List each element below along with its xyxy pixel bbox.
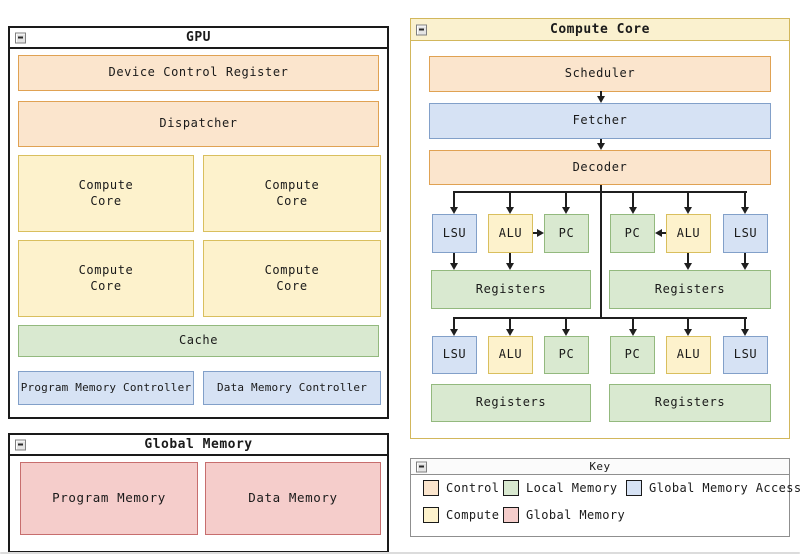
compute-core-window: Compute Core Scheduler Fetcher Decoder L… — [410, 18, 790, 439]
arrow-alu-to-pc-left — [533, 229, 544, 237]
program-memory-controller-block: Program Memory Controller — [18, 371, 194, 405]
pc-block: PC — [610, 336, 655, 374]
collapse-button[interactable] — [15, 439, 26, 450]
registers-block-3: Registers — [431, 384, 591, 422]
alu-block: ALU — [666, 214, 711, 253]
gpu-titlebar: GPU — [10, 28, 387, 49]
data-memory-controller-block: Data Memory Controller — [203, 371, 381, 405]
local-memory-swatch — [503, 480, 519, 496]
control-swatch — [423, 480, 439, 496]
arrow-to-alu-3 — [506, 317, 514, 336]
lsu-block: LSU — [432, 336, 477, 374]
legend-item-local-memory: Local Memory — [503, 480, 618, 496]
legend-label: Local Memory — [526, 481, 618, 495]
arrow-to-lsu-3 — [450, 317, 458, 336]
arrow-alu-to-registers — [506, 253, 514, 270]
registers-block-4: Registers — [609, 384, 771, 422]
compute-core-block-1: Compute Core — [18, 155, 194, 232]
fetcher-block: Fetcher — [429, 103, 771, 139]
arrow-alu-to-registers — [684, 253, 692, 270]
legend-label: Compute — [446, 508, 500, 522]
key-window: Key Control Local Memory Global Memory A… — [410, 458, 800, 537]
compute-swatch — [423, 507, 439, 523]
compute-core-block-4: Compute Core — [203, 240, 381, 317]
scheduler-block: Scheduler — [429, 56, 771, 92]
dispatcher-block: Dispatcher — [18, 101, 379, 147]
registers-block-1: Registers — [431, 270, 591, 309]
legend-label: Global Memory Access — [649, 481, 800, 495]
arrow-fetcher-to-decoder — [597, 139, 605, 150]
compute-core-title: Compute Core — [550, 22, 650, 37]
arrow-to-alu-4 — [684, 317, 692, 336]
collapse-button[interactable] — [15, 32, 26, 43]
cache-block: Cache — [18, 325, 379, 357]
data-memory-block: Data Memory — [205, 462, 381, 535]
alu-block: ALU — [666, 336, 711, 374]
arrow-to-lsu-1 — [450, 191, 458, 214]
pc-block: PC — [544, 336, 589, 374]
arrow-to-lsu-4 — [741, 317, 749, 336]
arrow-to-lsu-2 — [741, 191, 749, 214]
arrow-to-pc-2 — [629, 191, 637, 214]
collapse-button[interactable] — [416, 24, 427, 35]
minus-icon — [18, 443, 23, 446]
pc-block: PC — [544, 214, 589, 253]
gpu-title: GPU — [186, 30, 211, 45]
arrow-to-pc-1 — [562, 191, 570, 214]
minus-icon — [419, 28, 424, 31]
global-memory-swatch — [503, 507, 519, 523]
global-memory-access-swatch — [626, 480, 642, 496]
decoder-bus-line — [600, 185, 602, 319]
alu-block: ALU — [488, 336, 533, 374]
global-memory-window: Global Memory Program Memory Data Memory — [8, 433, 389, 553]
arrow-alu-to-pc-right — [655, 229, 666, 237]
legend-item-global-memory-access: Global Memory Access — [626, 480, 800, 496]
pc-block: PC — [610, 214, 655, 253]
key-title: Key — [589, 460, 611, 473]
lsu-block: LSU — [723, 214, 768, 253]
registers-block-2: Registers — [609, 270, 771, 309]
lsu-block: LSU — [432, 214, 477, 253]
program-memory-block: Program Memory — [20, 462, 198, 535]
compute-core-block-3: Compute Core — [18, 240, 194, 317]
arrow-lsu-to-registers — [741, 253, 749, 270]
minus-icon — [18, 36, 23, 39]
arrow-to-pc-3 — [562, 317, 570, 336]
arrow-lsu-to-registers — [450, 253, 458, 270]
alu-block: ALU — [488, 214, 533, 253]
row2-bus-line — [453, 317, 747, 319]
device-control-register-block: Device Control Register — [18, 55, 379, 91]
key-titlebar: Key — [411, 459, 789, 475]
legend-label: Control — [446, 481, 500, 495]
gpu-window: GPU Device Control Register Dispatcher C… — [8, 26, 389, 419]
canvas-bottom-edge — [0, 552, 800, 554]
collapse-button[interactable] — [416, 461, 427, 472]
compute-core-block-2: Compute Core — [203, 155, 381, 232]
legend-item-global-memory: Global Memory — [503, 507, 625, 523]
legend-label: Global Memory — [526, 508, 626, 522]
row1-bus-line — [453, 191, 747, 193]
minus-icon — [419, 465, 424, 468]
legend-item-control: Control — [423, 480, 499, 496]
arrow-to-alu-2 — [684, 191, 692, 214]
decoder-block: Decoder — [429, 150, 771, 185]
compute-core-titlebar: Compute Core — [411, 19, 789, 41]
global-memory-titlebar: Global Memory — [10, 435, 387, 456]
arrow-to-alu-1 — [506, 191, 514, 214]
legend-item-compute: Compute — [423, 507, 499, 523]
arrow-to-pc-4 — [629, 317, 637, 336]
lsu-block: LSU — [723, 336, 768, 374]
arrow-scheduler-to-fetcher — [597, 91, 605, 103]
global-memory-title: Global Memory — [144, 437, 253, 452]
